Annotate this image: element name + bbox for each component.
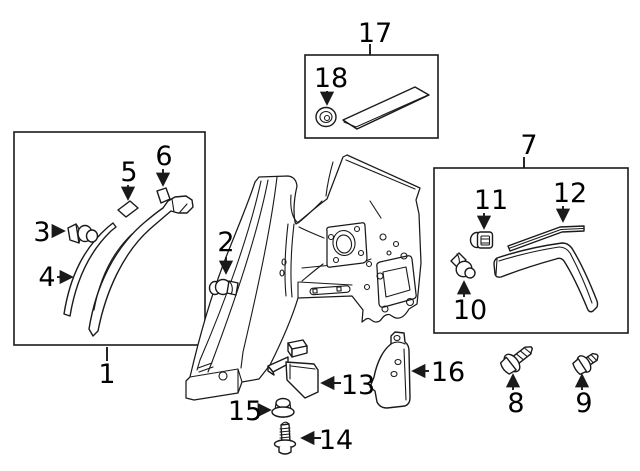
screw-9-drawing [572, 352, 599, 376]
callout-label-9[interactable]: 9 [575, 388, 592, 419]
group-box-part-1 [13, 131, 206, 346]
wheel-arch-moulding-drawing [493, 242, 599, 313]
clip-10-drawing [450, 252, 476, 279]
callout-label-5[interactable]: 5 [120, 157, 137, 188]
grommet-18-drawing [315, 106, 337, 128]
group-box-part-7 [433, 167, 629, 334]
callout-label-2[interactable]: 2 [217, 227, 234, 258]
callout-label-10[interactable]: 10 [453, 295, 487, 326]
callout-label-4[interactable]: 4 [38, 262, 55, 293]
clip-3-drawing [67, 223, 99, 244]
screw-8-drawing [499, 346, 534, 375]
callout-label-13[interactable]: 13 [341, 370, 375, 401]
callout-label-11[interactable]: 11 [474, 185, 508, 216]
quarter-panel-drawing [185, 154, 422, 401]
pillar-moulding-drawing [88, 195, 194, 337]
callout-label-14[interactable]: 14 [319, 425, 353, 456]
callout-label-6[interactable]: 6 [155, 141, 172, 172]
grommet-15-drawing [271, 397, 295, 418]
callout-label-1[interactable]: 1 [98, 359, 115, 390]
retainer-strip-12-drawing [507, 225, 585, 252]
callout-label-18[interactable]: 18 [314, 63, 348, 94]
screw-14-drawing [273, 421, 297, 455]
pad-6-drawing [156, 187, 171, 204]
pad-5-drawing [117, 200, 139, 218]
bracket-13-drawing [267, 339, 319, 399]
callout-label-15[interactable]: 15 [228, 396, 262, 427]
callout-label-17[interactable]: 17 [358, 18, 392, 49]
callout-label-8[interactable]: 8 [507, 388, 524, 419]
callout-label-16[interactable]: 16 [431, 357, 465, 388]
callout-label-12[interactable]: 12 [553, 178, 587, 209]
callout-label-3[interactable]: 3 [33, 217, 50, 248]
clip-11-drawing [469, 231, 494, 249]
group-box-part-17 [304, 54, 439, 139]
callout-label-7[interactable]: 7 [520, 130, 537, 161]
rocker-moulding-17-drawing [342, 86, 430, 130]
clip-2-drawing [208, 278, 239, 296]
mudguard-16-drawing [369, 331, 411, 409]
